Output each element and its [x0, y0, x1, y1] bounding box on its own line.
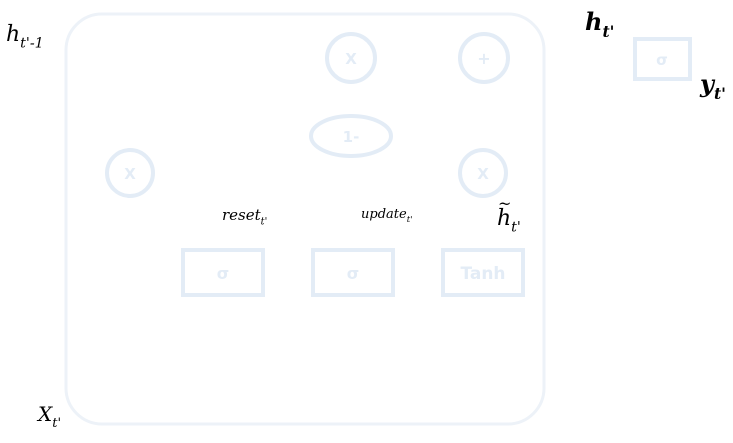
label-x-in: Xt' [38, 402, 62, 431]
sigma-gate-update: σ [311, 248, 395, 297]
label-h-out: ht' [585, 7, 615, 42]
add-op-top-label: + [477, 49, 490, 68]
sigma-gate-reset: σ [181, 248, 265, 297]
label-update: updatet' [361, 207, 413, 224]
multiply-op-left-label: X [124, 165, 136, 183]
tanh-gate: Tanh [441, 248, 525, 297]
multiply-op-top-label: X [345, 50, 357, 68]
sigma-gate-output-label: σ [656, 51, 668, 69]
multiply-op-right: X [458, 148, 508, 198]
add-op-top: + [458, 32, 510, 84]
multiply-op-left: X [105, 148, 155, 198]
sigma-gate-update-label: σ [347, 264, 359, 283]
gru-cell-box [64, 12, 546, 426]
one-minus-op-label: 1- [343, 128, 360, 146]
label-reset: resett' [222, 206, 268, 228]
sigma-gate-output: σ [633, 37, 692, 81]
label-h-prev: ht'-1 [6, 22, 44, 52]
one-minus-op: 1- [309, 114, 393, 158]
tanh-gate-label: Tanh [460, 264, 505, 284]
sigma-gate-reset-label: σ [217, 264, 229, 283]
label-y-out: yt' [700, 69, 726, 104]
multiply-op-top: X [325, 32, 377, 84]
multiply-op-right-label: X [477, 165, 489, 183]
label-h-candidate: ht' [497, 196, 521, 235]
